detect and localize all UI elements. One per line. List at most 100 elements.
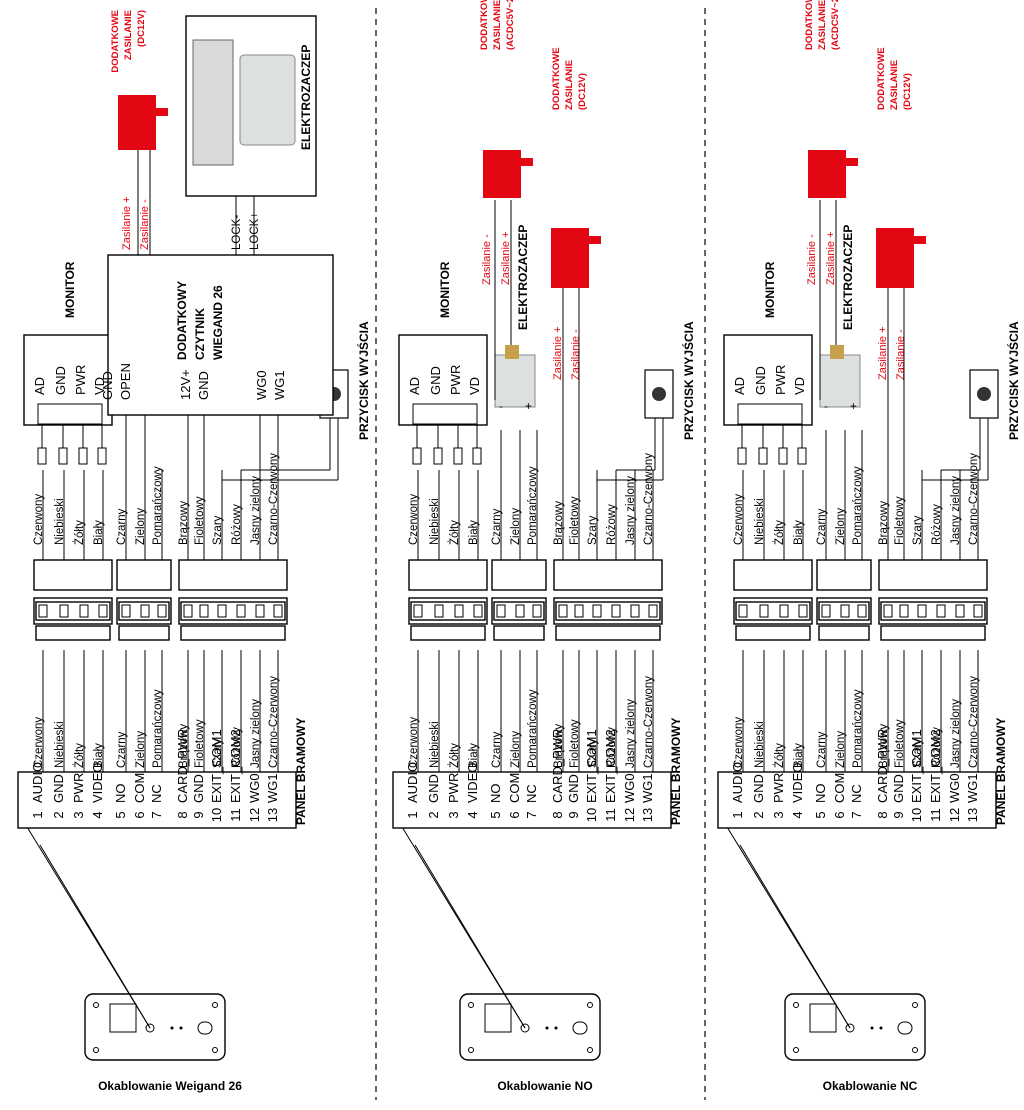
power-plus-label: Zasilanie + bbox=[552, 326, 564, 380]
wire-label-panel: Czarny bbox=[116, 731, 128, 768]
wire-label-panel: Brązowy bbox=[178, 724, 190, 768]
power-plug bbox=[521, 158, 533, 166]
pin-number: 12 bbox=[622, 808, 637, 822]
door-station bbox=[398, 821, 601, 1061]
pin-number: 7 bbox=[849, 811, 864, 818]
exit-button-title: PRZYCISK WYJŚCIA bbox=[356, 321, 371, 440]
connector-pins bbox=[555, 601, 661, 621]
panel-pin-label: WG0 bbox=[947, 773, 962, 803]
monitor-terminal bbox=[37, 403, 103, 425]
monitor-pin-label: VD bbox=[467, 377, 482, 395]
wire-label-device: Brązowy bbox=[878, 501, 890, 545]
terminal-pin bbox=[78, 447, 88, 465]
pin-number: 5 bbox=[813, 811, 828, 818]
wire-label-panel: Czarny bbox=[816, 731, 828, 768]
screw-icon bbox=[793, 1047, 799, 1053]
exit-button-title: PRZYCISK WYJŚCIA bbox=[1006, 321, 1021, 440]
power-label: ZASILANIE bbox=[123, 10, 134, 60]
wire-label-panel: Różowy bbox=[931, 727, 943, 768]
screw-icon bbox=[912, 1002, 918, 1008]
wire-label-panel: Czarny bbox=[491, 731, 503, 768]
connector-pin bbox=[236, 604, 246, 618]
wire-label-panel: Szary bbox=[587, 738, 599, 768]
pin-number: 6 bbox=[832, 811, 847, 818]
lock-title: ELEKTROZACZEP bbox=[841, 225, 855, 330]
wire-label-device: Brązowy bbox=[178, 501, 190, 545]
pin-number: 12 bbox=[947, 808, 962, 822]
connector-socket bbox=[878, 559, 988, 591]
pin-number: 8 bbox=[175, 811, 190, 818]
terminal-pin bbox=[433, 447, 443, 465]
terminal-pin bbox=[758, 447, 768, 465]
wire-label-panel: Żółty bbox=[73, 743, 86, 768]
wire-label-device: Fioletowy bbox=[894, 496, 906, 545]
wire-label-panel: Czerwony bbox=[733, 717, 745, 768]
panel-pin-label: COM bbox=[832, 773, 847, 803]
wire-label-device: Biały bbox=[793, 520, 805, 545]
power-plug bbox=[156, 108, 168, 116]
terminal-pin bbox=[97, 447, 107, 465]
lock-pin: LOCK+ bbox=[249, 212, 261, 250]
panel-pin-label: CARD_PWR bbox=[875, 729, 890, 803]
power-plug bbox=[589, 236, 601, 244]
panel-pin-label: WG1 bbox=[640, 773, 655, 803]
power-label: (ACDC5V~24V) bbox=[505, 0, 516, 50]
connector-pin bbox=[121, 604, 131, 618]
wire-label-panel: Zielony bbox=[135, 731, 147, 768]
connector-pin bbox=[592, 604, 602, 618]
power-label: DODATKOWE bbox=[479, 0, 490, 50]
connector-pin bbox=[413, 604, 423, 618]
exit-button-title: PRZYCISK WYJŚCIA bbox=[681, 321, 696, 440]
wire-label-panel: Pomarańczowy bbox=[152, 689, 164, 768]
connector-pin bbox=[454, 604, 464, 618]
pointer-line bbox=[414, 844, 526, 1029]
monitor-title: MONITOR bbox=[438, 261, 452, 318]
lock-title: ELEKTROZACZEP bbox=[516, 225, 530, 330]
pointer-line bbox=[739, 844, 851, 1029]
wire-label-panel: Żółty bbox=[773, 743, 786, 768]
pin-number: 7 bbox=[149, 811, 164, 818]
terminal-pin bbox=[37, 447, 47, 465]
pin-number: 6 bbox=[507, 811, 522, 818]
monitor-pin-label: VD bbox=[792, 377, 807, 395]
panel-pin-label: NC bbox=[149, 784, 164, 803]
speaker-slot bbox=[572, 1021, 588, 1035]
terminal-pin bbox=[58, 447, 68, 465]
connector-socket bbox=[116, 559, 172, 591]
pin-number: 9 bbox=[891, 811, 906, 818]
power-adapter bbox=[808, 150, 846, 198]
pin-number: 1 bbox=[405, 811, 420, 818]
wire-label-panel: Czarno-Czerwony bbox=[643, 676, 655, 768]
panel-pin-label: COM bbox=[507, 773, 522, 803]
power-plus-label: Zasilanie + bbox=[121, 196, 133, 250]
connector-pin bbox=[473, 604, 483, 618]
connector-pin bbox=[79, 604, 89, 618]
power-label: (DC12V) bbox=[902, 73, 913, 110]
connector-pin bbox=[217, 604, 227, 618]
terminal-pin bbox=[737, 447, 747, 465]
wire-label-device: Fioletowy bbox=[569, 496, 581, 545]
power-label: DODATKOWE bbox=[551, 47, 562, 110]
connector-pin bbox=[899, 604, 909, 618]
connector-tab bbox=[493, 625, 545, 641]
connector-socket bbox=[178, 559, 288, 591]
connector-pin bbox=[611, 604, 621, 618]
connector-pin bbox=[199, 604, 209, 618]
wire-label-device: Szary bbox=[912, 515, 924, 545]
power-label: DODATKOWE bbox=[804, 0, 815, 50]
connector-pin bbox=[255, 604, 265, 618]
panel-pin-label: NO bbox=[113, 784, 128, 804]
connector-pin bbox=[955, 604, 965, 618]
reader-pin: GND bbox=[100, 371, 115, 400]
connector-pin bbox=[883, 604, 893, 618]
wire-label-device: Czarny bbox=[491, 508, 503, 545]
wire-label-device: Żółty bbox=[448, 520, 461, 545]
screw-icon bbox=[468, 1002, 474, 1008]
connector-pin bbox=[434, 604, 444, 618]
pin-number: 11 bbox=[228, 808, 243, 822]
lock-minus: - bbox=[824, 401, 828, 413]
lock-minus: - bbox=[499, 401, 503, 413]
lock-terminal bbox=[830, 345, 844, 359]
reader-box bbox=[107, 254, 334, 416]
